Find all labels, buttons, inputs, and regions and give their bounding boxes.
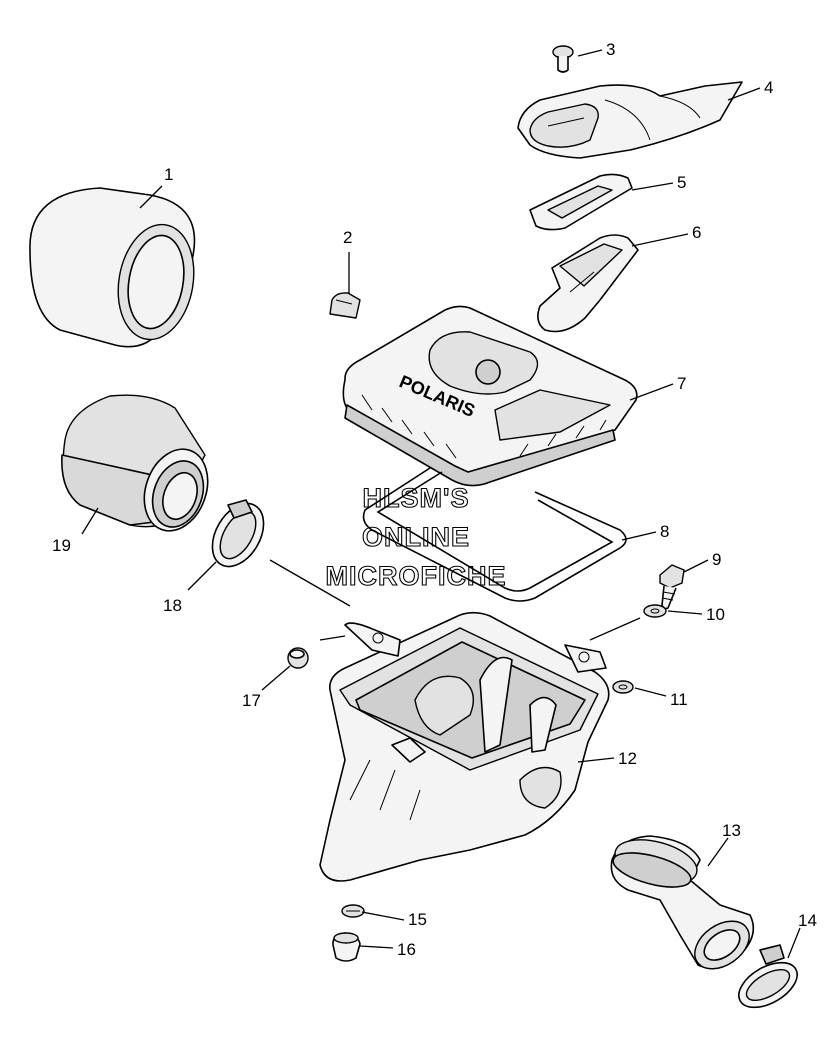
callout-3: 3 xyxy=(606,40,615,59)
part-5-gasket xyxy=(529,173,633,231)
part-3-screw xyxy=(552,45,574,73)
callout-9: 9 xyxy=(712,550,721,569)
callout-10: 10 xyxy=(706,605,725,624)
callout-8: 8 xyxy=(660,522,669,541)
part-19-air-filter xyxy=(61,394,209,532)
callout-1: 1 xyxy=(164,165,173,184)
part-11-washer xyxy=(612,680,634,694)
watermark-line-1: HLSM'S xyxy=(363,483,470,513)
part-7-airbox-lid: POLARIS xyxy=(342,305,638,487)
watermark-line-3: MICROFICHE xyxy=(326,561,507,591)
part-6-intake-boot xyxy=(537,234,639,333)
part-12-airbox xyxy=(319,611,610,882)
callout-19: 19 xyxy=(52,536,71,555)
watermark: HLSM'S ONLINE MICROFICHE xyxy=(325,482,507,591)
part-9-bolt xyxy=(659,564,685,610)
callout-14: 14 xyxy=(798,911,817,930)
callout-12: 12 xyxy=(618,749,637,768)
callout-17: 17 xyxy=(242,691,261,710)
callout-2: 2 xyxy=(343,228,352,247)
part-18-clamp xyxy=(211,499,265,568)
callout-13: 13 xyxy=(722,821,741,840)
watermark-line-2: ONLINE xyxy=(362,522,470,552)
leader-lines xyxy=(81,49,801,959)
part-2-clip xyxy=(329,292,361,319)
part-4-intake-duct xyxy=(517,81,743,159)
callout-18: 18 xyxy=(163,596,182,615)
callout-4: 4 xyxy=(764,78,773,97)
callout-11: 11 xyxy=(670,690,688,709)
callout-7: 7 xyxy=(677,374,686,393)
callout-16: 16 xyxy=(397,940,416,959)
part-13-outlet-boot xyxy=(610,835,755,970)
part-14-clamp xyxy=(738,944,798,1009)
callout-6: 6 xyxy=(692,223,701,242)
callout-5: 5 xyxy=(677,173,686,192)
part-16-cap xyxy=(332,932,361,962)
part-1-prefilter xyxy=(29,187,196,348)
part-17-grommet xyxy=(287,647,309,669)
callout-numbers: 1 2 3 4 5 6 7 8 9 10 11 12 13 14 15 16 1… xyxy=(52,40,817,959)
part-10-washer xyxy=(643,604,667,618)
callout-15: 15 xyxy=(408,910,427,929)
part-15-clip xyxy=(341,904,365,918)
